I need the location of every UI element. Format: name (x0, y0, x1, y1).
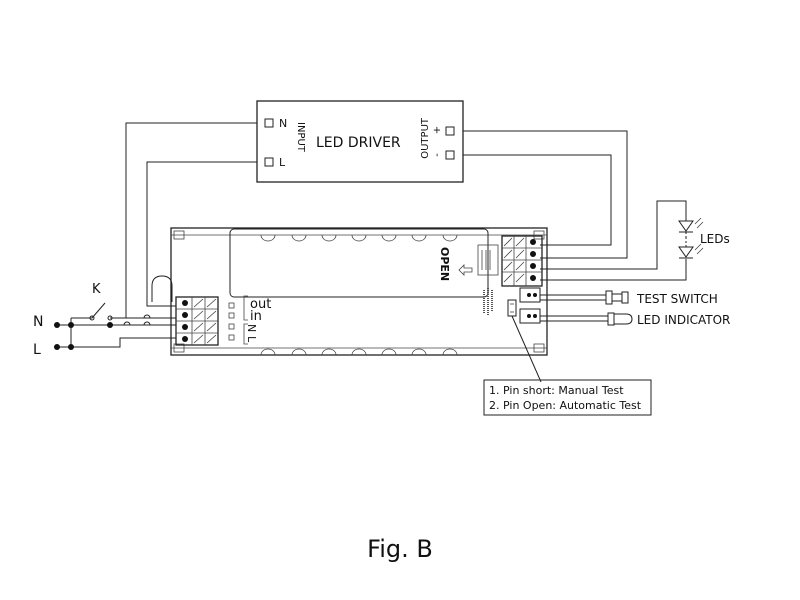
figure-label: Fig. B (367, 535, 433, 563)
heatsink-bumps-top (260, 234, 458, 242)
terminal-markers (228, 302, 235, 341)
test-switch-icon (605, 290, 613, 305)
note-2: 2. Pin Open: Automatic Test (489, 399, 642, 412)
wire-leds-top (540, 200, 687, 270)
output-minus-label: - (432, 153, 443, 157)
led-1-icon (678, 220, 694, 232)
open-arrow-icon (458, 264, 473, 276)
right-terminal-block (501, 235, 543, 287)
switch-k-icon (91, 302, 106, 319)
test-switch-label: TEST SWITCH (636, 292, 718, 306)
leds-label: LEDs (700, 232, 730, 246)
led-indicator: LED INDICATOR (540, 312, 730, 327)
leds: LEDs (678, 217, 730, 259)
output-label: OUTPUT (420, 117, 431, 159)
open-label: OPEN (438, 247, 451, 281)
driver-wires (125, 122, 687, 319)
module-n-label: N (245, 324, 258, 332)
in-label: in (250, 309, 262, 324)
mounting-ear (151, 275, 173, 302)
wire-leds-bottom (540, 259, 687, 281)
junction-dot (68, 344, 74, 350)
mains-n-label: N (33, 314, 43, 330)
led-indicator-label: LED INDICATOR (637, 313, 730, 327)
module-l-label: L (245, 336, 258, 343)
mains-l-label: L (33, 342, 41, 358)
input-pin-l-label: L (279, 156, 286, 169)
switch-k-label: K (92, 282, 101, 297)
test-switch: TEST SWITCH (540, 290, 718, 306)
module-body (170, 227, 548, 356)
heatsink-bumps-bottom (260, 348, 458, 356)
output-terminal-minus (445, 150, 455, 160)
out-label: out (250, 297, 271, 312)
wire-driver-n (125, 122, 257, 319)
junction-dot (54, 344, 60, 350)
input-terminal-l (264, 157, 274, 167)
left-terminal-block (175, 296, 219, 346)
junction-dot (54, 322, 60, 328)
led-driver-title: LED DRIVER (316, 135, 401, 151)
output-terminal-plus (445, 126, 455, 136)
input-label: INPUT (295, 122, 306, 153)
module-marking (483, 288, 493, 316)
test-jumper (507, 299, 517, 317)
input-terminal-n (264, 118, 274, 128)
led-driver-box (256, 100, 464, 183)
wire-driver-out-minus (463, 154, 612, 246)
output-plus-label: + (432, 126, 443, 134)
wire-driver-l (146, 161, 257, 307)
junction-dot (68, 322, 74, 328)
emergency-module: OPEN (151, 227, 548, 356)
junction-dot (107, 322, 113, 328)
note-1: 1. Pin short: Manual Test (489, 384, 624, 397)
led-2-icon (678, 246, 694, 258)
notes-leader-line (511, 315, 542, 383)
notes-box: 1. Pin short: Manual Test 2. Pin Open: A… (483, 315, 652, 416)
input-pin-n-label: N (279, 117, 287, 130)
battery-panel (229, 228, 489, 298)
led-indicator-icon (607, 312, 615, 326)
wire-driver-out-plus (463, 130, 628, 259)
led-indicator-connector (519, 308, 541, 324)
led-driver: N L INPUT LED DRIVER OUTPUT + - (256, 100, 464, 183)
test-switch-connector (519, 287, 541, 303)
mains-input: N L K (33, 282, 176, 358)
